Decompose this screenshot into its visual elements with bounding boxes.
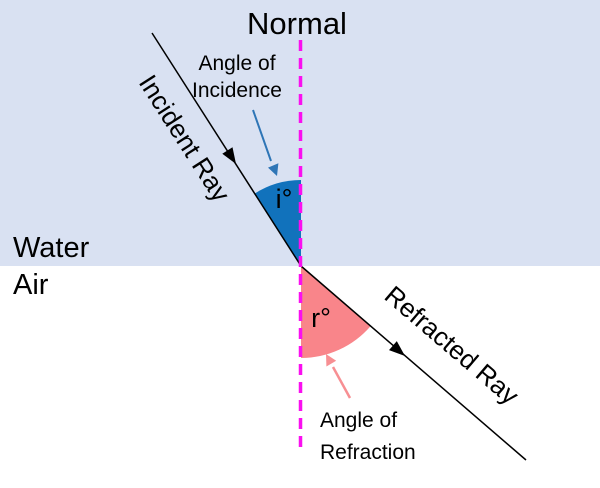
incidence-annotation-arrowhead-icon xyxy=(268,163,279,176)
incident-ray-line xyxy=(151,32,302,267)
angle-of-incidence-sector xyxy=(254,180,301,266)
angle-of-refraction-sector xyxy=(301,266,371,358)
refraction-annotation-arrow-line xyxy=(331,366,352,399)
incidence-annotation-arrow-line xyxy=(252,109,272,162)
angle-of-refraction-caption-line1: Angle of xyxy=(320,409,397,432)
refracted-ray-line xyxy=(300,265,527,461)
angle-of-incidence-caption-line1: Angle of xyxy=(198,52,275,75)
refraction-annotation-arrowhead-icon xyxy=(326,354,337,367)
refracted-ray-arrowhead-icon xyxy=(389,341,405,356)
incidence-angle-symbol: i° xyxy=(276,184,293,214)
angle-of-incidence-caption-line2: Incidence xyxy=(192,79,282,102)
air-label: Air xyxy=(13,269,49,301)
normal-label: Normal xyxy=(247,6,347,41)
angle-of-refraction-caption-line2: Refraction xyxy=(320,441,416,464)
water-label: Water xyxy=(13,232,90,264)
incident-ray-arrowhead-icon xyxy=(222,147,236,164)
refraction-angle-symbol: r° xyxy=(311,303,331,333)
